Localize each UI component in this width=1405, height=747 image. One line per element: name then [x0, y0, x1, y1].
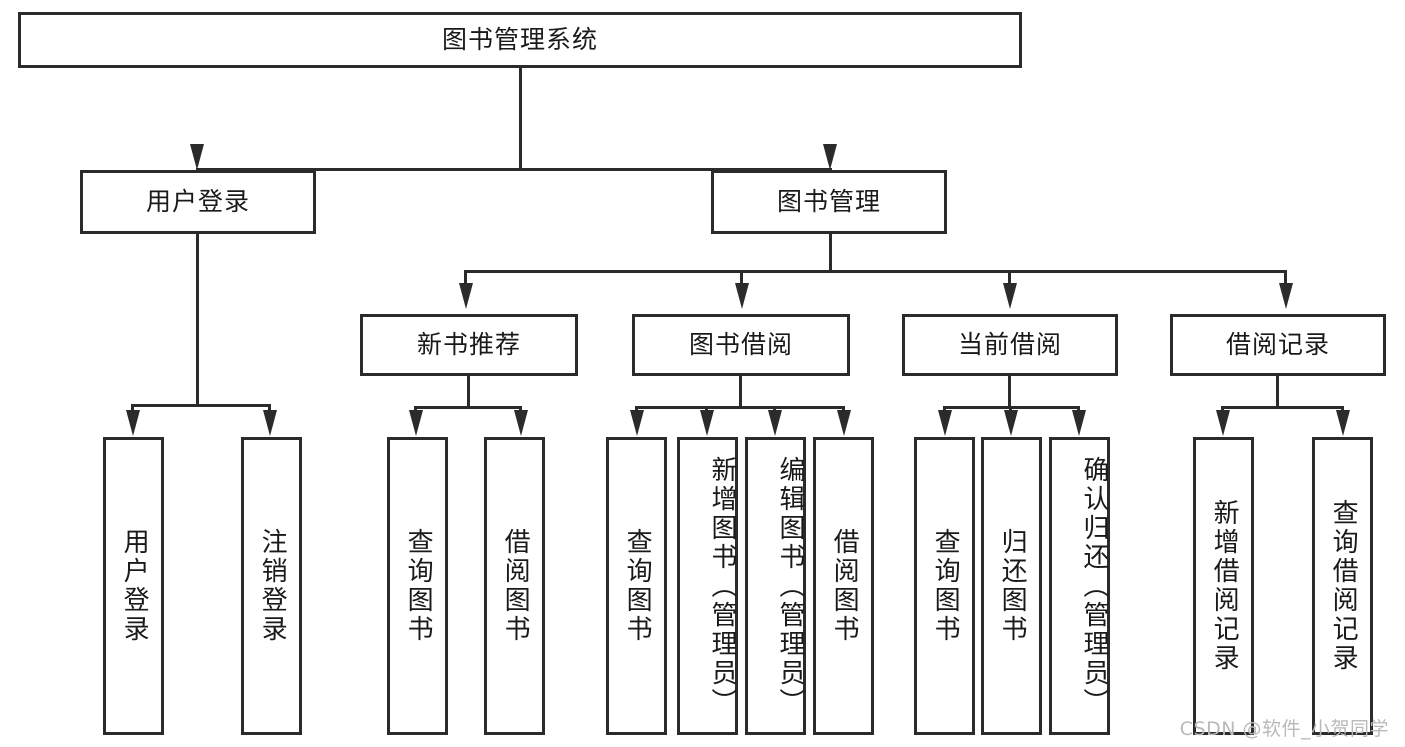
node-label: 新书推荐 — [416, 329, 521, 359]
leaf-book-borrow-2[interactable]: 新增图书（管理员） — [677, 437, 738, 735]
leaf-current-borrow-1[interactable]: 查询图书 — [914, 437, 975, 735]
arrow-user-login-leaf-2 — [263, 410, 277, 436]
node-label: 借阅图书 — [500, 528, 531, 644]
edge-new-book-bus — [414, 406, 522, 409]
arrow-book-mgmt-to-book-borrow — [735, 283, 749, 309]
edge-borrow-record-bus — [1221, 406, 1344, 409]
leaf-book-borrow-1[interactable]: 查询图书 — [606, 437, 667, 735]
edge-user-login-stem — [196, 234, 199, 406]
edge-book-borrow-bus — [635, 406, 845, 409]
node-label: 借阅图书 — [829, 528, 860, 644]
edge-current-borrow-stem — [1008, 376, 1011, 408]
edge-root-bus — [196, 168, 832, 171]
node-new-book-recommend[interactable]: 新书推荐 — [360, 314, 578, 376]
arrow-user-login-leaf-1 — [126, 410, 140, 436]
arrow-current-borrow-leaf-2 — [1004, 410, 1018, 436]
arrow-root-to-book-mgmt — [823, 144, 837, 170]
arrow-book-mgmt-to-borrow-record — [1279, 283, 1293, 309]
node-label: 用户登录 — [145, 186, 250, 216]
arrow-new-book-leaf-1 — [409, 410, 423, 436]
node-borrow-record[interactable]: 借阅记录 — [1170, 314, 1386, 376]
leaf-new-book-2[interactable]: 借阅图书 — [484, 437, 545, 735]
node-label: 当前借阅 — [957, 329, 1062, 359]
edge-book-borrow-stem — [739, 376, 742, 408]
node-label: 图书管理系统 — [441, 24, 598, 54]
node-label: 查询图书 — [930, 528, 961, 644]
node-label: 归还图书 — [997, 528, 1028, 644]
arrow-book-borrow-leaf-2 — [700, 410, 714, 436]
arrow-new-book-leaf-2 — [514, 410, 528, 436]
edge-book-mgmt-drop-1 — [464, 270, 467, 284]
node-label: 新增图书（管理员） — [707, 455, 737, 717]
edge-user-login-drop-2 — [268, 404, 271, 414]
arrow-book-borrow-leaf-1 — [630, 410, 644, 436]
node-label: 注销登录 — [257, 528, 288, 644]
arrow-borrow-record-leaf-1 — [1216, 410, 1230, 436]
arrow-root-to-user-login — [190, 144, 204, 170]
edge-book-mgmt-bus — [464, 270, 1287, 273]
node-label: 查询图书 — [622, 528, 653, 644]
node-user-login[interactable]: 用户登录 — [80, 170, 316, 234]
edge-user-login-bus — [131, 404, 270, 407]
leaf-user-login-1[interactable]: 用户登录 — [103, 437, 164, 735]
node-label: 图书管理 — [776, 186, 881, 216]
arrow-borrow-record-leaf-2 — [1336, 410, 1350, 436]
node-label: 编辑图书（管理员） — [775, 455, 805, 717]
edge-book-mgmt-stem — [829, 234, 832, 272]
leaf-new-book-1[interactable]: 查询图书 — [387, 437, 448, 735]
leaf-book-borrow-4[interactable]: 借阅图书 — [813, 437, 874, 735]
node-label: 用户登录 — [119, 528, 150, 644]
leaf-current-borrow-2[interactable]: 归还图书 — [981, 437, 1042, 735]
node-book-management[interactable]: 图书管理 — [711, 170, 947, 234]
node-label: 新增借阅记录 — [1209, 499, 1240, 673]
arrow-current-borrow-leaf-3 — [1072, 410, 1086, 436]
leaf-borrow-record-1[interactable]: 新增借阅记录 — [1193, 437, 1254, 735]
node-current-borrow[interactable]: 当前借阅 — [902, 314, 1118, 376]
arrow-book-borrow-leaf-4 — [837, 410, 851, 436]
edge-root-stem — [519, 68, 522, 170]
node-label: 查询图书 — [403, 528, 434, 644]
edge-book-mgmt-drop-2 — [740, 270, 743, 284]
arrow-book-mgmt-to-new-book — [459, 283, 473, 309]
node-label: 借阅记录 — [1225, 329, 1330, 359]
edge-borrow-record-stem — [1276, 376, 1279, 408]
node-label: 图书借阅 — [688, 329, 793, 359]
arrow-book-borrow-leaf-3 — [768, 410, 782, 436]
leaf-book-borrow-3[interactable]: 编辑图书（管理员） — [745, 437, 806, 735]
edge-user-login-drop-1 — [131, 404, 134, 414]
edge-new-book-stem — [467, 376, 470, 408]
node-book-borrow[interactable]: 图书借阅 — [632, 314, 850, 376]
edge-book-mgmt-drop-4 — [1284, 270, 1287, 284]
node-label: 确认归还（管理员） — [1079, 455, 1109, 717]
node-label: 查询借阅记录 — [1328, 499, 1359, 673]
arrow-current-borrow-leaf-1 — [938, 410, 952, 436]
arrow-book-mgmt-to-current-borrow — [1003, 283, 1017, 309]
leaf-current-borrow-3[interactable]: 确认归还（管理员） — [1049, 437, 1110, 735]
leaf-borrow-record-2[interactable]: 查询借阅记录 — [1312, 437, 1373, 735]
leaf-user-login-2[interactable]: 注销登录 — [241, 437, 302, 735]
node-root-system[interactable]: 图书管理系统 — [18, 12, 1022, 68]
edge-book-mgmt-drop-3 — [1008, 270, 1011, 284]
